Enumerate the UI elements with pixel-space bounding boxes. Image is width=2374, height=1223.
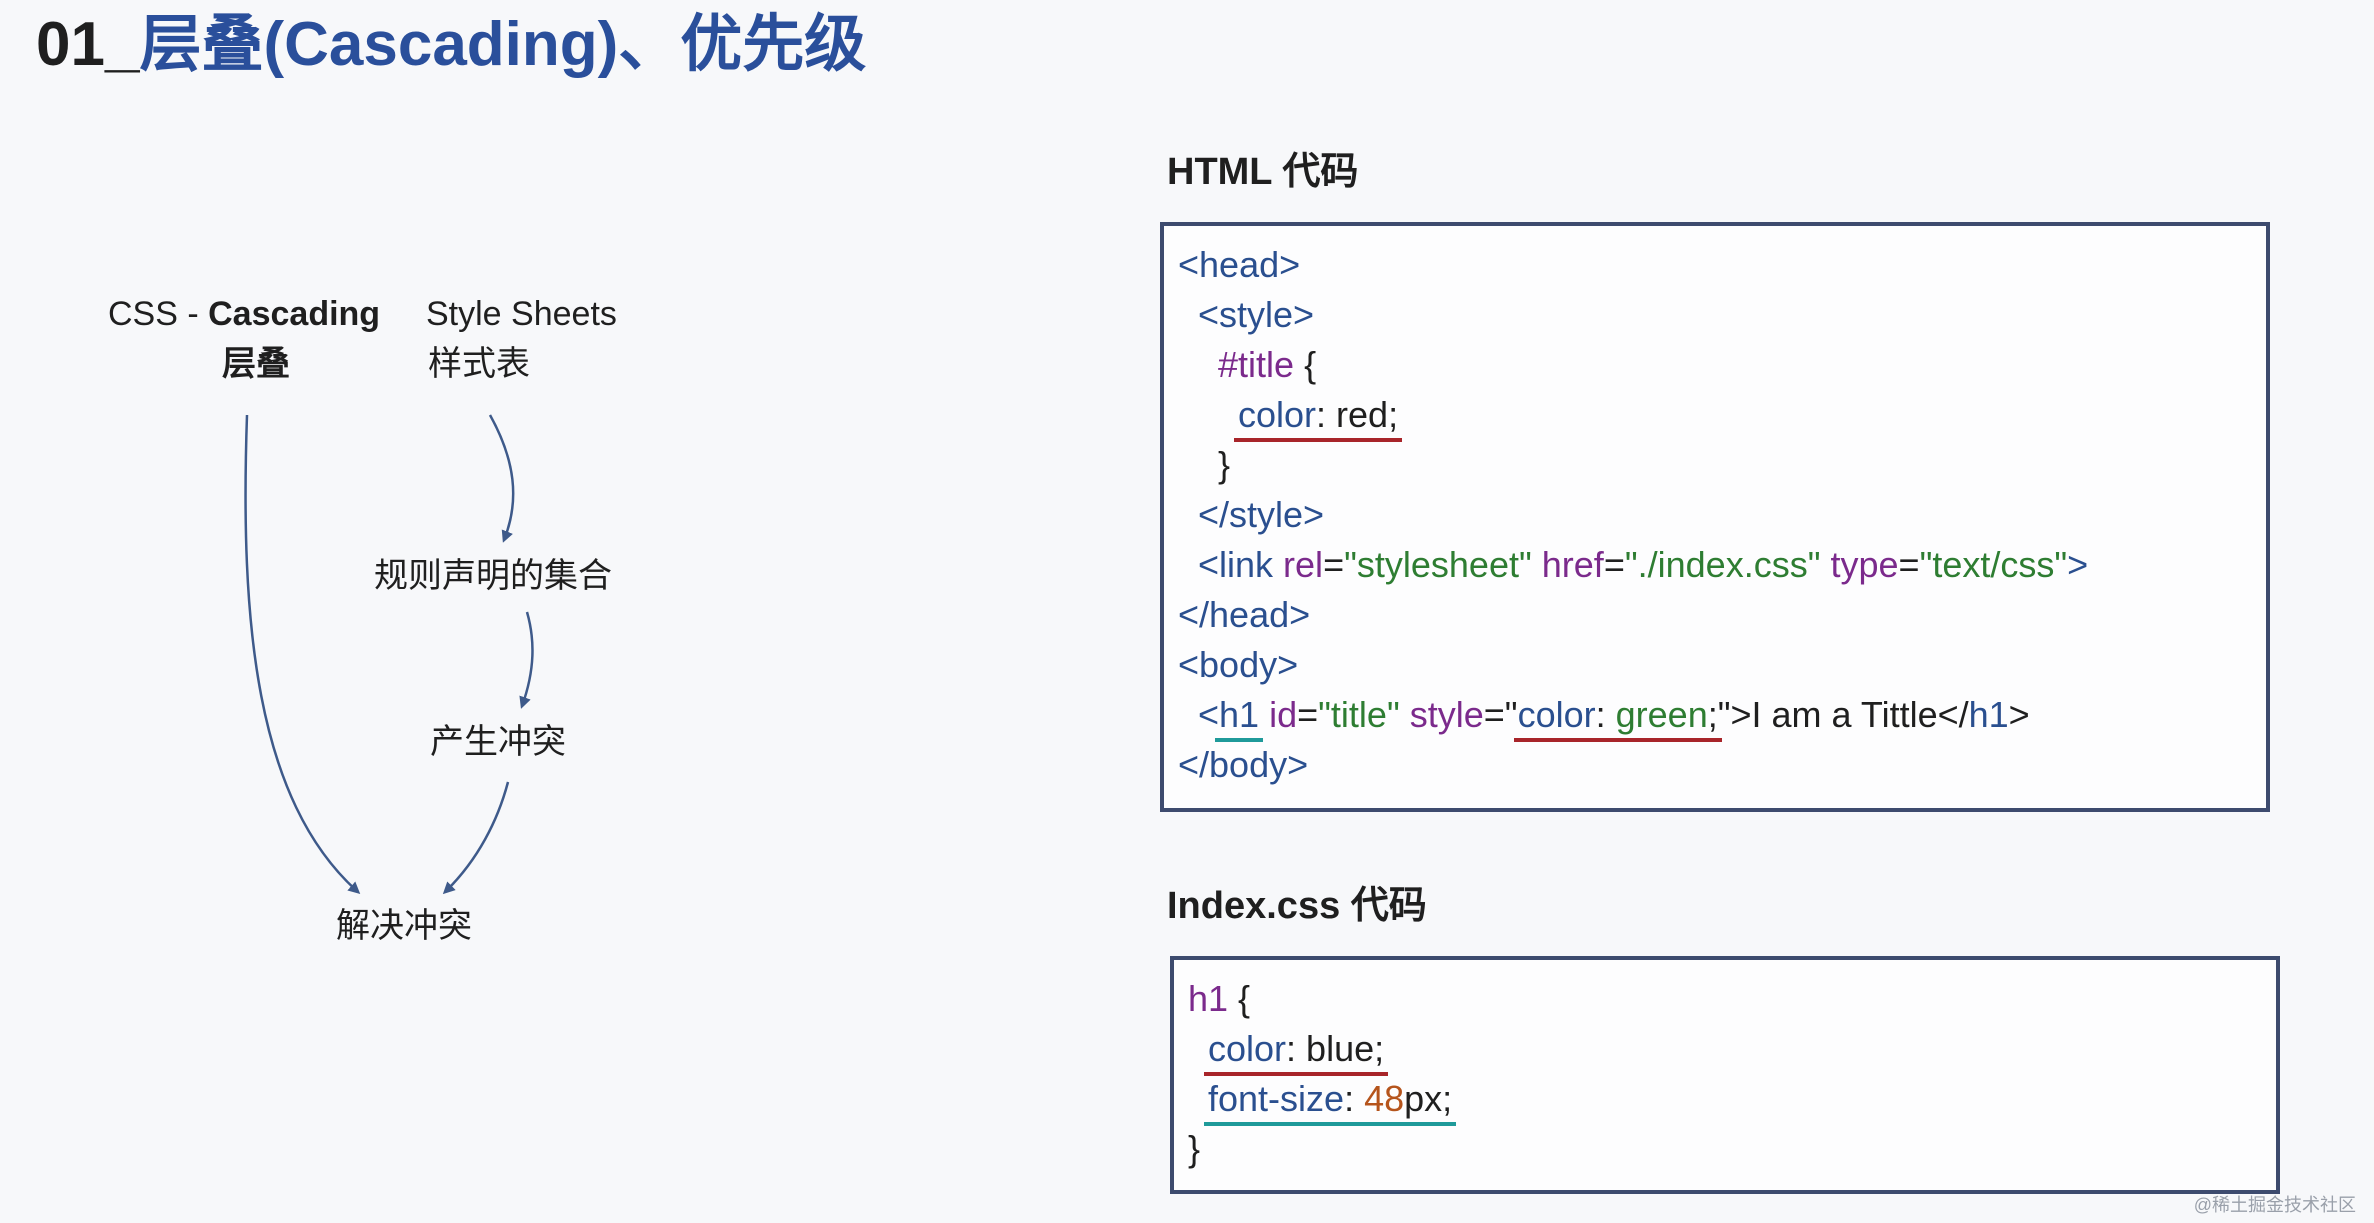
css-code-token: font-size	[1188, 1078, 1345, 1119]
html-code-token: "title"	[1318, 694, 1400, 735]
underline-teal	[1204, 1122, 1457, 1126]
html-code-token: rel	[1283, 544, 1324, 585]
css-code-line: font-size: 48px;	[1188, 1074, 2262, 1126]
html-code-token	[1532, 544, 1542, 585]
html-code-line: <h1 id="title" style="color: green;">I a…	[1178, 690, 2252, 742]
arrow-stylesheets-to-ruleset	[488, 414, 515, 543]
html-code-token: >	[2008, 694, 2030, 735]
html-code-token: style	[1409, 694, 1484, 735]
html-code-token: :	[1595, 694, 1616, 735]
html-code-token: <link	[1178, 544, 1284, 585]
html-code-line: <head>	[1178, 240, 2252, 290]
html-code-token: {	[1294, 344, 1317, 385]
watermark: @稀土掘金技术社区	[2193, 1195, 2356, 1215]
html-code-line: color: red;	[1178, 390, 2252, 442]
html-code-token: =	[1323, 544, 1345, 585]
css-code-token: color	[1188, 1028, 1287, 1069]
css-code-heading: Index.css 代码	[1167, 885, 1427, 927]
arrow-conflict-to-resolve	[442, 781, 510, 895]
cascading-cn-label: 层叠	[222, 345, 290, 383]
underline-red	[1204, 1072, 1389, 1076]
underline-red	[1234, 438, 1403, 442]
html-code-token: <body>	[1178, 644, 1299, 685]
html-code-token: =	[1898, 544, 1920, 585]
html-code-line: <style>	[1178, 290, 2252, 340]
html-code-token: id	[1269, 694, 1298, 735]
html-code-token: >	[2067, 544, 2089, 585]
style-sheets-label: Style Sheets	[426, 295, 617, 333]
arrow-cascading-to-resolve	[244, 414, 361, 895]
css-code-line: color: blue;	[1188, 1024, 2262, 1076]
html-code-token: #title	[1178, 344, 1295, 385]
slide-title-text: 层叠(Cascading)、优先级	[139, 10, 867, 79]
slide-number: 01_	[36, 10, 140, 79]
underline-teal	[1215, 738, 1264, 742]
html-code-token: h1	[1968, 694, 2009, 735]
css-code-token: px;	[1404, 1078, 1453, 1119]
css-code-token: 48	[1364, 1078, 1405, 1119]
html-code-token: green	[1615, 694, 1708, 735]
underline-red	[1513, 738, 1722, 742]
html-code-token: }	[1178, 444, 1231, 485]
resolve-label: 解决冲突	[336, 907, 472, 945]
html-code-token: =	[1297, 694, 1319, 735]
html-code-token: : red;	[1316, 394, 1399, 435]
html-code-line: }	[1178, 440, 2252, 490]
html-code-line: </head>	[1178, 590, 2252, 640]
html-code-token: <style>	[1178, 294, 1315, 335]
slide-title: 01_层叠(Cascading)、优先级	[36, 8, 866, 82]
html-code-token: color	[1517, 694, 1596, 735]
html-code-token: <head>	[1178, 244, 1301, 285]
html-code-token: type	[1830, 544, 1899, 585]
html-code-line: #title {	[1178, 340, 2252, 390]
html-code-token: "./index.css"	[1624, 544, 1821, 585]
css-code-line: h1 {	[1188, 974, 2262, 1024]
conflict-label: 产生冲突	[430, 723, 566, 761]
html-code-token: color	[1178, 394, 1317, 435]
html-code-token: "stylesheet"	[1344, 544, 1532, 585]
css-code-token: : blue;	[1286, 1028, 1385, 1069]
html-code-token: ="	[1483, 694, 1518, 735]
html-code-line: </style>	[1178, 490, 2252, 540]
cascading-label: Cascading	[208, 295, 381, 333]
html-code-token: ;">I am a Tittle</	[1707, 694, 1969, 735]
html-code-line: </body>	[1178, 740, 2252, 790]
html-code-token: </style>	[1178, 494, 1325, 535]
html-code-token	[1820, 544, 1830, 585]
html-code-token: </head>	[1178, 594, 1311, 635]
html-code-token	[1400, 694, 1410, 735]
html-code-block: <head> <style> #title { color: red; } </…	[1160, 222, 2270, 812]
html-code-token: "text/css"	[1919, 544, 2068, 585]
html-code-line: <body>	[1178, 640, 2252, 690]
css-code-line: }	[1188, 1124, 2262, 1174]
css-code-block: h1 { color: blue; font-size: 48px;}	[1170, 956, 2280, 1194]
html-code-token: =	[1603, 544, 1625, 585]
css-label: CSS - Cascading	[108, 294, 380, 335]
html-code-token: <h1	[1178, 694, 1270, 735]
css-code-token: {	[1228, 978, 1251, 1019]
css-prefix: CSS -	[108, 295, 209, 333]
html-code-token: </body>	[1178, 744, 1309, 785]
css-code-token: }	[1188, 1128, 1201, 1169]
html-code-token: href	[1541, 544, 1604, 585]
rule-set-label: 规则声明的集合	[374, 557, 612, 595]
arrow-ruleset-to-conflict	[519, 611, 534, 709]
style-sheets-cn-label: 样式表	[428, 345, 530, 383]
html-code-line: <link rel="stylesheet" href="./index.css…	[1178, 540, 2252, 590]
css-code-token: :	[1344, 1078, 1365, 1119]
html-code-heading: HTML 代码	[1167, 151, 1359, 193]
css-code-token: h1	[1188, 978, 1229, 1019]
